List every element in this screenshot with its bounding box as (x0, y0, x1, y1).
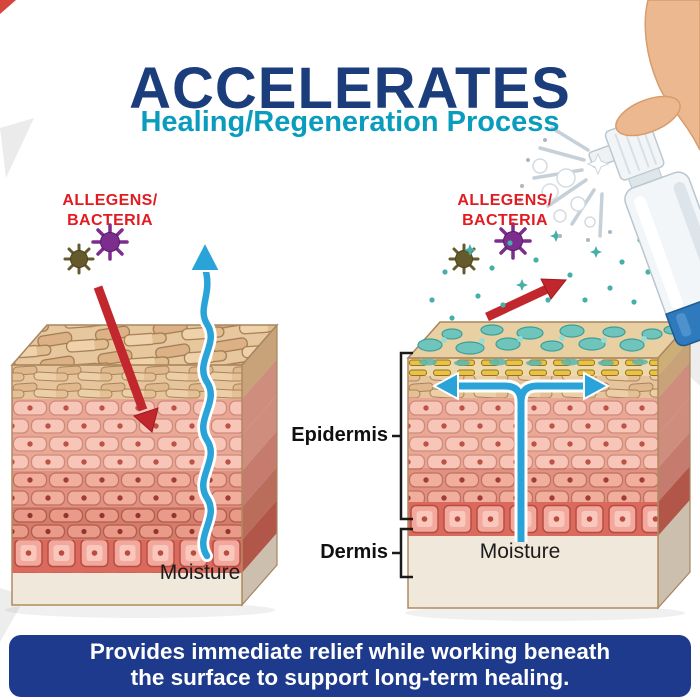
allergens-label-right: ALLEGENS/ BACTERIA (425, 191, 585, 230)
moisture-arrow-left (188, 239, 222, 562)
moisture-label-right: Moisture (479, 540, 561, 563)
spray-particles (429, 230, 651, 321)
bacteria-purple-icon-left (91, 223, 129, 261)
bacteria-olive-icon-left (63, 243, 95, 275)
spray-mist (518, 126, 612, 242)
finger-on-nozzle (615, 95, 681, 137)
allergen-arrow-right (485, 278, 568, 322)
allergens-label-right-line1: ALLEGENS/ (457, 192, 553, 209)
epidermis-label: Epidermis (291, 424, 388, 446)
epidermis-bracket (392, 351, 413, 521)
moisture-arrow-right (431, 371, 611, 542)
healing-layer (417, 324, 681, 366)
right-skin-block (405, 320, 692, 621)
allergens-label-left-line2: BACTERIA (67, 211, 153, 229)
page-subtitle: Healing/Regeneration Process (140, 106, 560, 139)
page-title: ACCELERATES (129, 55, 571, 121)
moisture-label-left: Moisture (159, 561, 241, 584)
allergens-label-right-line2: BACTERIA (462, 211, 548, 229)
allergens-label-left-line1: ALLEGENS/ (62, 192, 158, 209)
footer-banner: Provides immediate relief while working … (9, 635, 691, 697)
allergen-arrow-left (93, 285, 159, 433)
footer-line2: the surface to support long-term healing… (130, 665, 570, 690)
dermis-label: Dermis (320, 541, 388, 563)
dermis-bracket (392, 527, 413, 579)
bacteria-olive-icon-right (448, 243, 480, 275)
allergens-label-left: ALLEGENS/ BACTERIA (30, 191, 190, 230)
footer-line1: Provides immediate relief while working … (89, 639, 611, 664)
hand (644, 0, 700, 151)
